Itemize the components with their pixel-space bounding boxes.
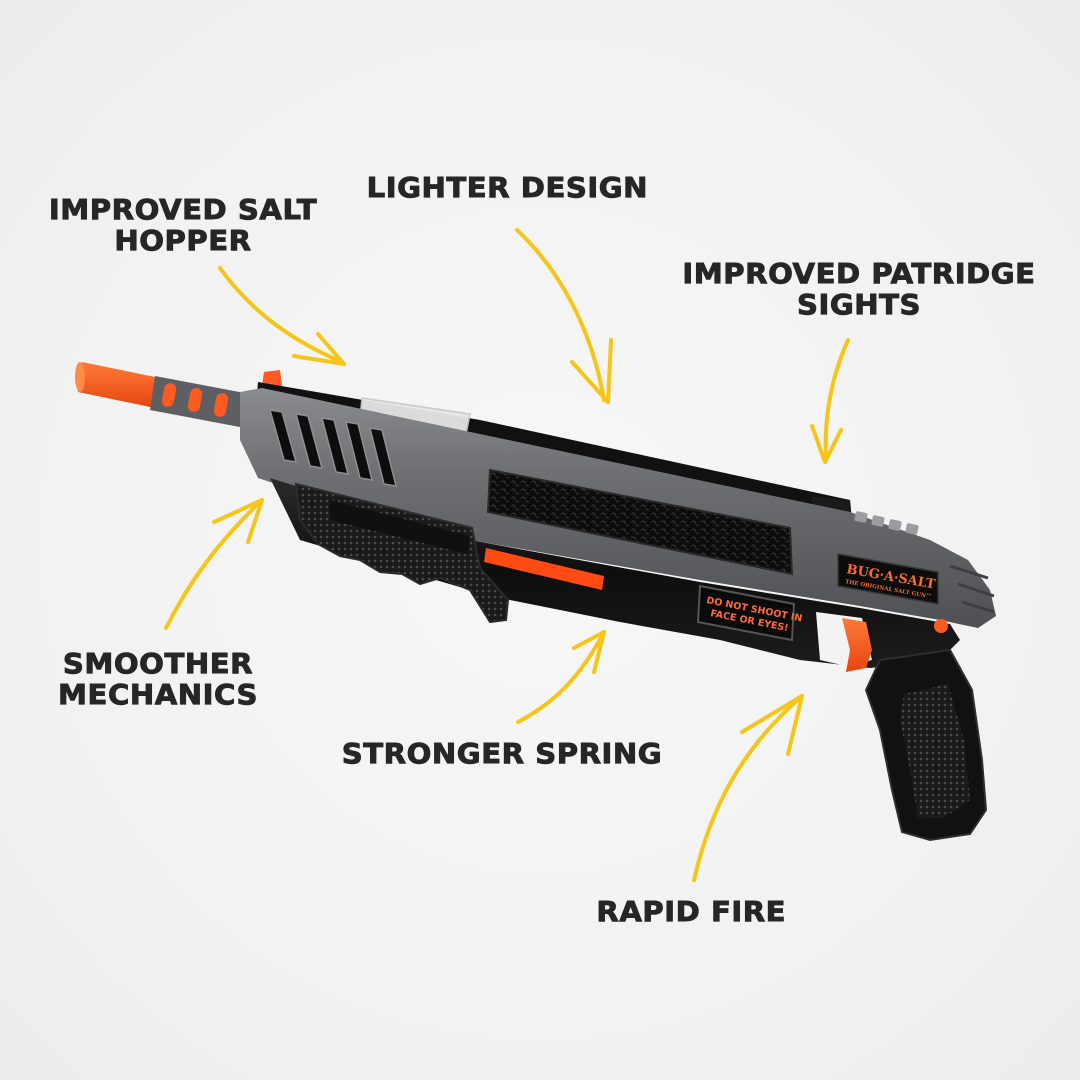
barrel [150, 376, 250, 428]
safety-button [934, 619, 948, 633]
rear-ribs [949, 564, 995, 614]
callout-line: SIGHTS [796, 288, 922, 321]
callout-improved-patridge-sights: IMPROVED PATRIDGE SIGHTS [677, 257, 1041, 321]
arrow-salt-hopper [218, 266, 346, 366]
callout-improved-salt-hopper: IMPROVED SALT HOPPER [47, 193, 319, 257]
textured-side-panel [486, 468, 794, 576]
callout-stronger-spring: STRONGER SPRING [340, 737, 664, 770]
callout-smoother-mechanics: SMOOTHER MECHANICS [56, 647, 260, 711]
pistol-grip [864, 648, 988, 842]
front-sight [262, 370, 282, 386]
callout-line: IMPROVED PATRIDGE [682, 257, 1036, 290]
callout-line: RAPID FIRE [596, 895, 787, 928]
callout-lighter-design: LIGHTER DESIGN [366, 171, 649, 204]
pump-grip [294, 482, 510, 624]
rear-serrations [854, 511, 919, 535]
callout-line: LIGHTER DESIGN [366, 171, 649, 204]
callout-line: STRONGER SPRING [341, 737, 663, 770]
trigger-assembly [816, 612, 872, 672]
spring-indicator [484, 548, 604, 590]
callout-line: IMPROVED SALT [48, 193, 318, 226]
callout-line: SMOOTHER [62, 647, 254, 680]
callout-line: HOPPER [114, 224, 252, 257]
callout-rapid-fire: RAPID FIRE [596, 895, 787, 928]
arrow-rapid-fire [692, 694, 804, 882]
warning-decal: DO NOT SHOOT IN FACE OR EYES! [696, 584, 803, 642]
barrel-tip [75, 362, 160, 408]
arrow-patridge-sights [810, 338, 850, 464]
arrow-smoother-mechanics [164, 498, 264, 630]
front-vents [268, 409, 398, 487]
arrow-lighter-design [515, 228, 613, 404]
callout-line: MECHANICS [58, 678, 258, 711]
arrow-stronger-spring [516, 630, 606, 724]
